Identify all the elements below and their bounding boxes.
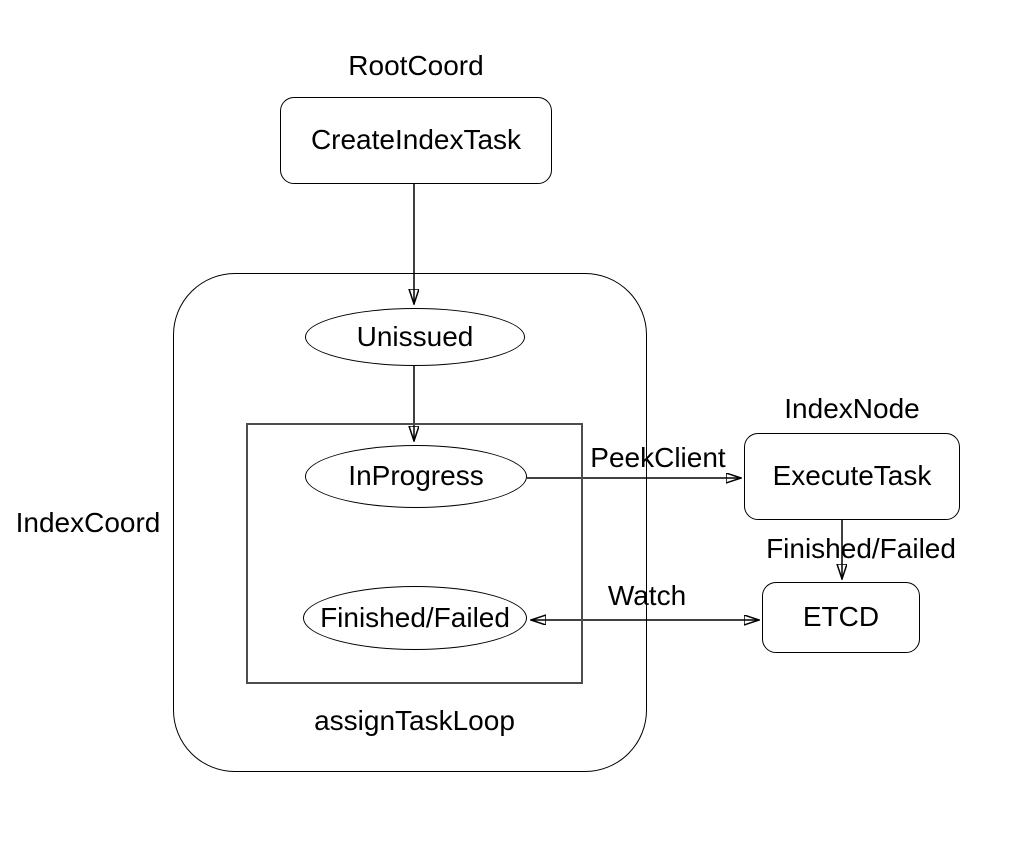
node-unissued: Unissued	[305, 308, 525, 366]
node-create-index-task: CreateIndexTask	[280, 97, 552, 184]
node-finished-failed: Finished/Failed	[303, 586, 527, 650]
indexcoord-group-label: IndexCoord	[15, 507, 161, 538]
node-in-progress: InProgress	[305, 445, 527, 508]
node-etcd: ETCD	[762, 582, 920, 653]
indexcoord-container	[173, 273, 647, 772]
node-execute-task: ExecuteTask	[744, 433, 960, 520]
assigntaskloop-container	[246, 423, 583, 684]
edge-label-watch: Watch	[607, 580, 687, 611]
node-etcd-label: ETCD	[802, 601, 880, 633]
node-execute-task-label: ExecuteTask	[772, 460, 932, 492]
indexnode-group-label: IndexNode	[784, 393, 920, 424]
assigntaskloop-group-label: assignTaskLoop	[314, 705, 515, 736]
node-create-index-task-label: CreateIndexTask	[310, 124, 522, 156]
node-unissued-label: Unissued	[356, 320, 474, 352]
node-finished-failed-label: Finished/Failed	[320, 601, 510, 633]
edge-label-finished-failed: Finished/Failed	[766, 533, 956, 564]
node-in-progress-label: InProgress	[348, 460, 484, 492]
edge-label-peekclient: PeekClient	[590, 442, 726, 473]
rootcoord-group-label: RootCoord	[348, 50, 484, 81]
